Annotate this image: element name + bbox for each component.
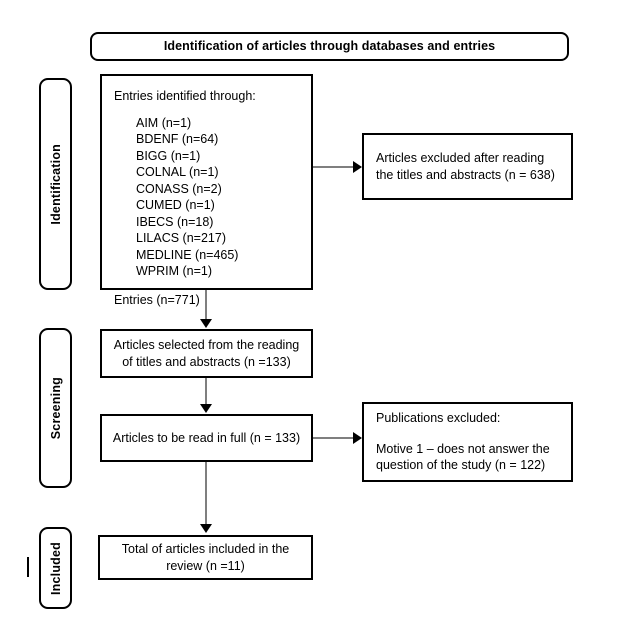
list-item: CONASS (n=2) — [136, 181, 222, 196]
phase-label-identification: Identification — [39, 78, 72, 290]
list-item: LILACS (n=217) — [136, 231, 226, 245]
included-tick-mark — [27, 557, 29, 577]
list-item: MEDLINE (n=465) — [136, 247, 239, 262]
excluded-titles-line1: Articles excluded after reading — [376, 151, 545, 165]
excluded-titles-line2: the titles and abstracts (n = 638) — [376, 167, 555, 182]
list-item: IBECS (n=18) — [136, 214, 214, 229]
selected-line2: of titles and abstracts (n =133) — [122, 354, 291, 369]
arrow-down-icon — [200, 404, 212, 413]
list-item: COLNAL (n=1) — [136, 165, 219, 179]
selected-line1: Articles selected from the reading — [113, 338, 300, 352]
arrow-right-icon — [353, 432, 362, 444]
connector-selected-to-full — [205, 378, 207, 405]
connector-full-to-excluded-pubs — [313, 437, 355, 439]
box-total-included: Total of articles included in the review… — [98, 535, 313, 580]
list-item: WPRIM (n=1) — [136, 264, 213, 278]
list-item: BIGG (n=1) — [136, 148, 201, 163]
arrow-right-icon — [353, 161, 362, 173]
phase-label-included: Included — [39, 527, 72, 609]
box-entries-identified: Entries identified through: AIM (n=1) BD… — [100, 74, 313, 307]
list-item: CUMED (n=1) — [136, 198, 215, 212]
excluded-pubs-line2: question of the study (n = 122) — [376, 458, 546, 473]
diagram-title-bar: Identification of articles through datab… — [90, 32, 569, 61]
excluded-pubs-head: Publications excluded: — [376, 411, 501, 426]
box-articles-selected: Articles selected from the reading of ti… — [100, 329, 313, 378]
phase-label-screening: Screening — [39, 328, 72, 488]
full-read-line1: Articles to be read in full (n = 133) — [112, 430, 301, 445]
phase-label-screening-text: Screening — [48, 376, 63, 440]
connector-entries-to-excluded — [313, 166, 355, 168]
connector-full-to-total — [205, 462, 207, 526]
entries-database-list: AIM (n=1) BDENF (n=64) BIGG (n=1) COLNAL… — [114, 115, 238, 280]
excluded-pubs-line1: Motive 1 – does not answer the — [376, 441, 550, 456]
connector-entries-to-selected — [205, 290, 207, 321]
entries-total-label: Entries (n=771) — [114, 292, 200, 307]
list-item: BDENF (n=64) — [136, 132, 219, 146]
arrow-down-icon — [200, 524, 212, 533]
phase-label-included-text: Included — [48, 541, 63, 595]
entries-lead-label: Entries identified through: — [114, 89, 256, 103]
diagram-title: Identification of articles through datab… — [163, 39, 496, 54]
box-excluded-after-titles: Articles excluded after reading the titl… — [362, 133, 573, 200]
list-item: AIM (n=1) — [136, 115, 192, 130]
box-articles-read-full: Articles to be read in full (n = 133) — [100, 414, 313, 462]
total-included-line2: review (n =11) — [166, 558, 245, 573]
total-included-line1: Total of articles included in the — [121, 542, 290, 556]
arrow-down-icon — [200, 319, 212, 328]
box-publications-excluded: Publications excluded: Motive 1 – does n… — [362, 402, 573, 482]
phase-label-identification-text: Identification — [48, 143, 63, 225]
